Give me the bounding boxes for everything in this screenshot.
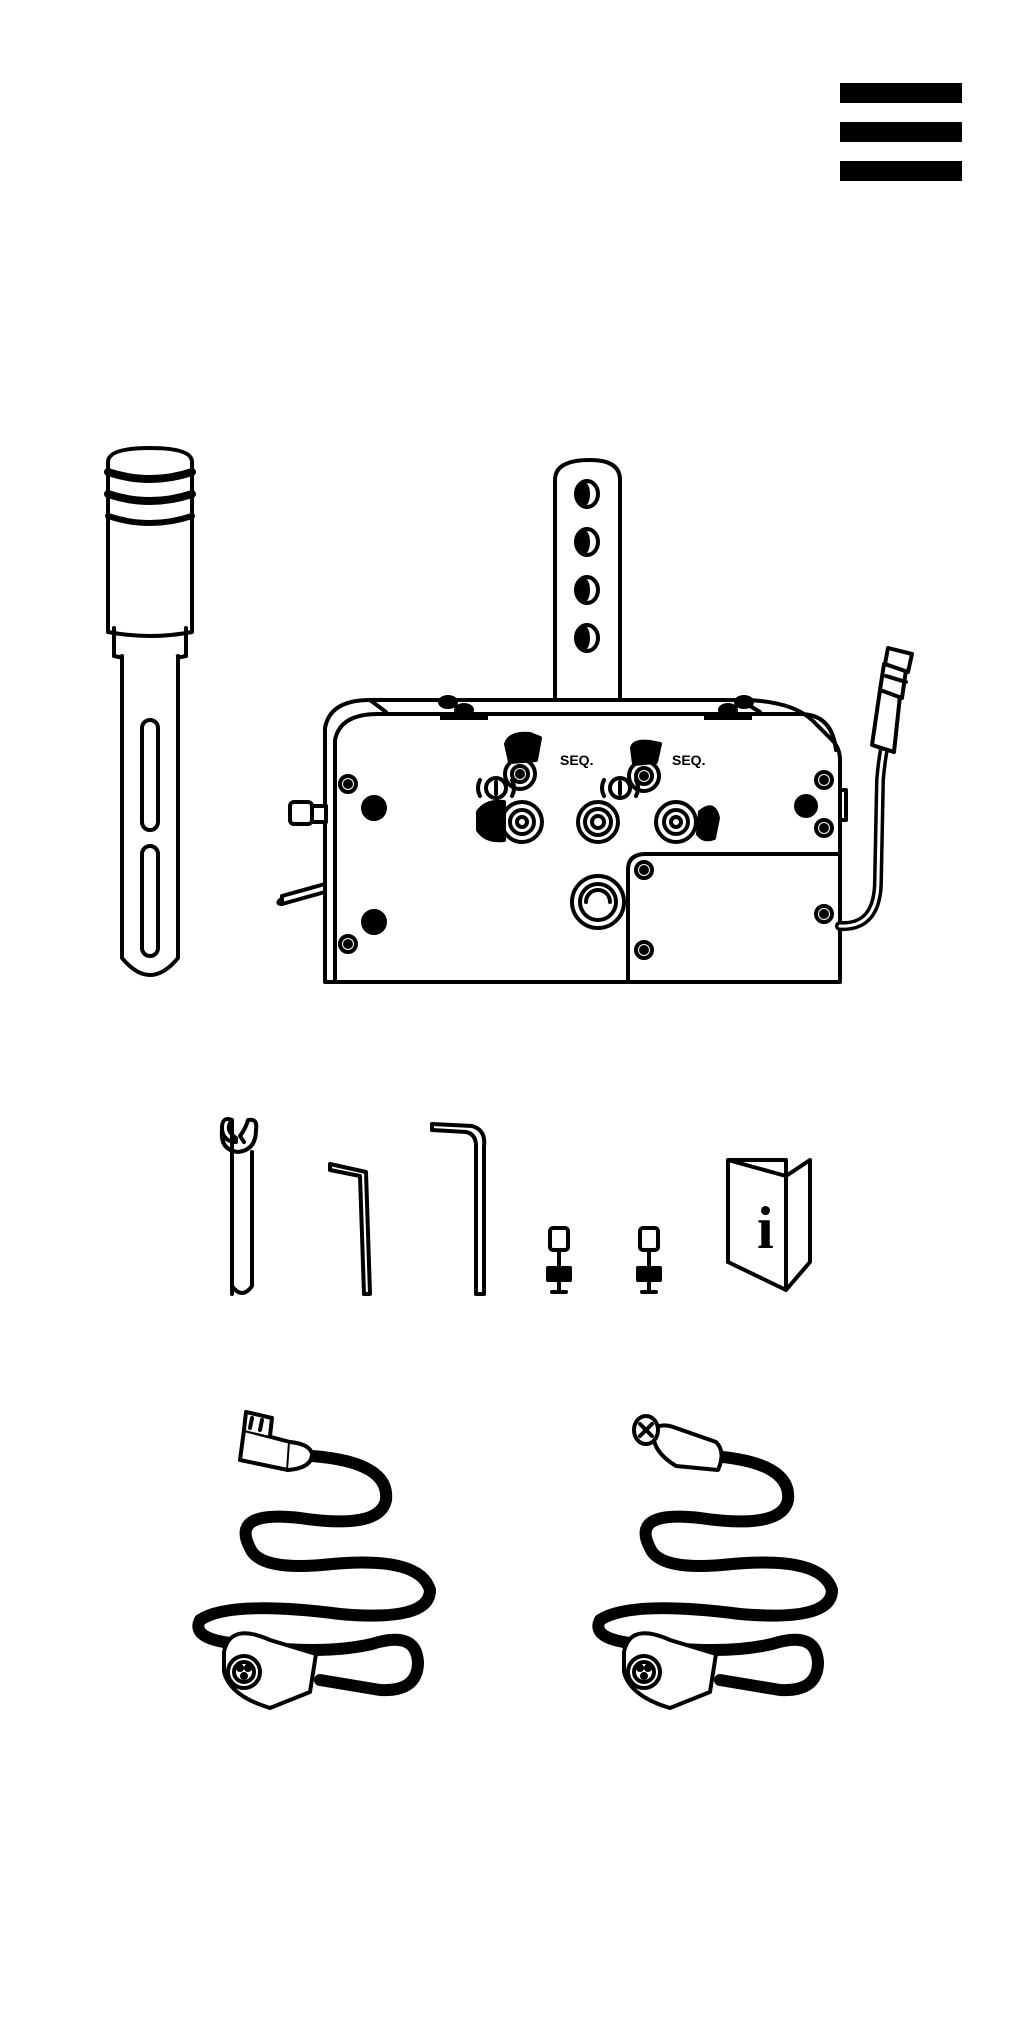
din-cable-icon [598,1416,832,1708]
shifter-knob-with-rod [108,448,192,975]
open-end-wrench-icon [222,1119,257,1294]
seq-label-right: SEQ. [672,752,705,768]
bolt-icon [548,1228,570,1292]
large-hex-key-icon [432,1124,484,1294]
usb-cable-icon [198,1412,430,1708]
small-hex-key-icon [330,1164,370,1294]
seq-label-left: SEQ. [560,752,593,768]
manual-info-glyph: i [757,1195,774,1261]
shifter-main-unit [278,460,912,982]
bolt-icon [638,1228,660,1292]
